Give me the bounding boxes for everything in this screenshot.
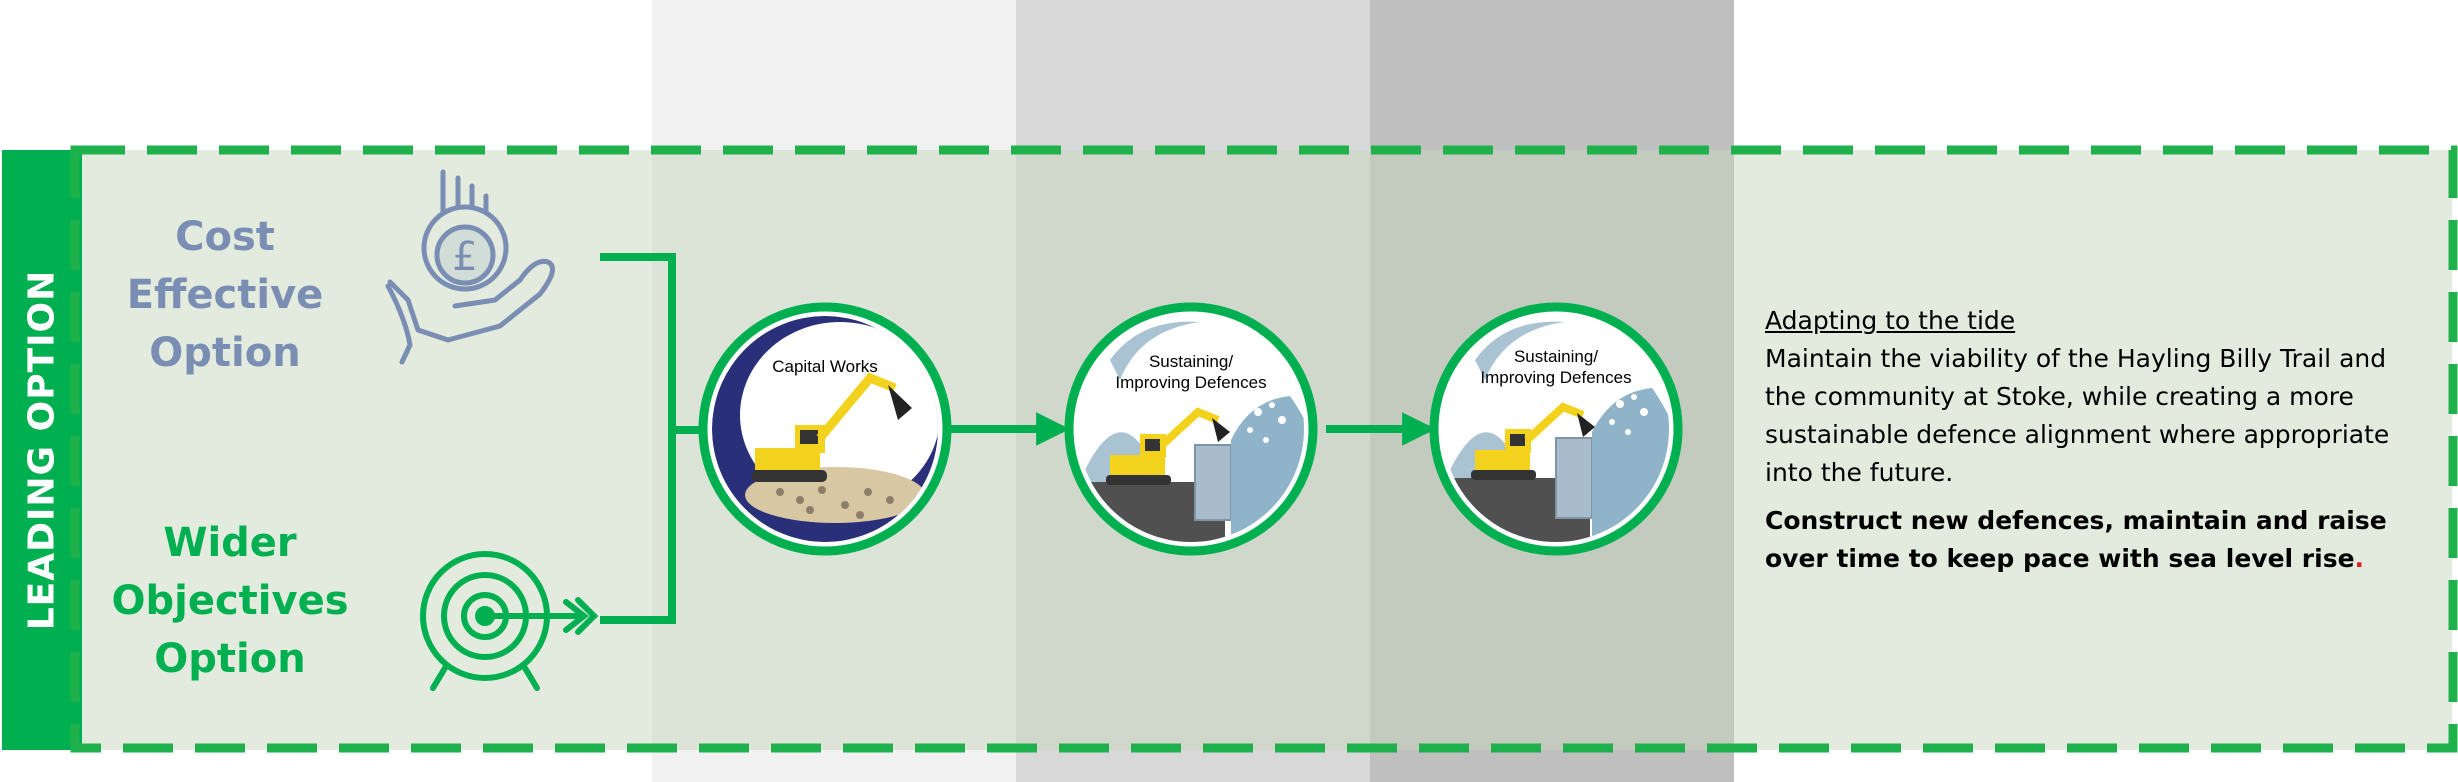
description-action-text: Construct new defences, maintain and rai…: [1765, 506, 2387, 573]
wider-label-line-3: Option: [154, 636, 306, 682]
leading-option-bar: [2, 150, 82, 750]
stage-2-label: Sustaining/ Improving Defences: [1101, 351, 1281, 393]
stage-1-label: Capital Works: [745, 356, 905, 377]
stage-2-label-line-1: Sustaining/: [1148, 352, 1234, 371]
stage-3-label-line-2: Improving Defences: [1480, 368, 1632, 387]
cost-label-line-1: Cost: [175, 214, 275, 260]
stage-1-label-line-1: Capital Works: [772, 357, 878, 376]
wider-objectives-option-label: Wider Objectives Option: [105, 514, 355, 688]
option-description: Adapting to the tide Maintain the viabil…: [1765, 302, 2425, 578]
description-heading: Adapting to the tide: [1765, 306, 2016, 335]
stage-3-label-line-1: Sustaining/: [1513, 347, 1599, 366]
description-body: Maintain the viability of the Hayling Bi…: [1765, 344, 2390, 487]
wider-label-line-1: Wider: [163, 520, 297, 566]
description-action: Construct new defences, maintain and rai…: [1765, 502, 2425, 578]
wider-label-line-2: Objectives: [111, 578, 349, 624]
cost-label-line-2: Effective: [126, 272, 324, 318]
leading-option-label: LEADING OPTION: [21, 269, 63, 631]
cost-label-line-3: Option: [149, 330, 301, 376]
stage-2-label-line-2: Improving Defences: [1115, 373, 1267, 392]
cost-effective-option-label: Cost Effective Option: [125, 208, 325, 382]
description-action-end: .: [2354, 544, 2365, 573]
stage-3-label: Sustaining/ Improving Defences: [1466, 346, 1646, 388]
